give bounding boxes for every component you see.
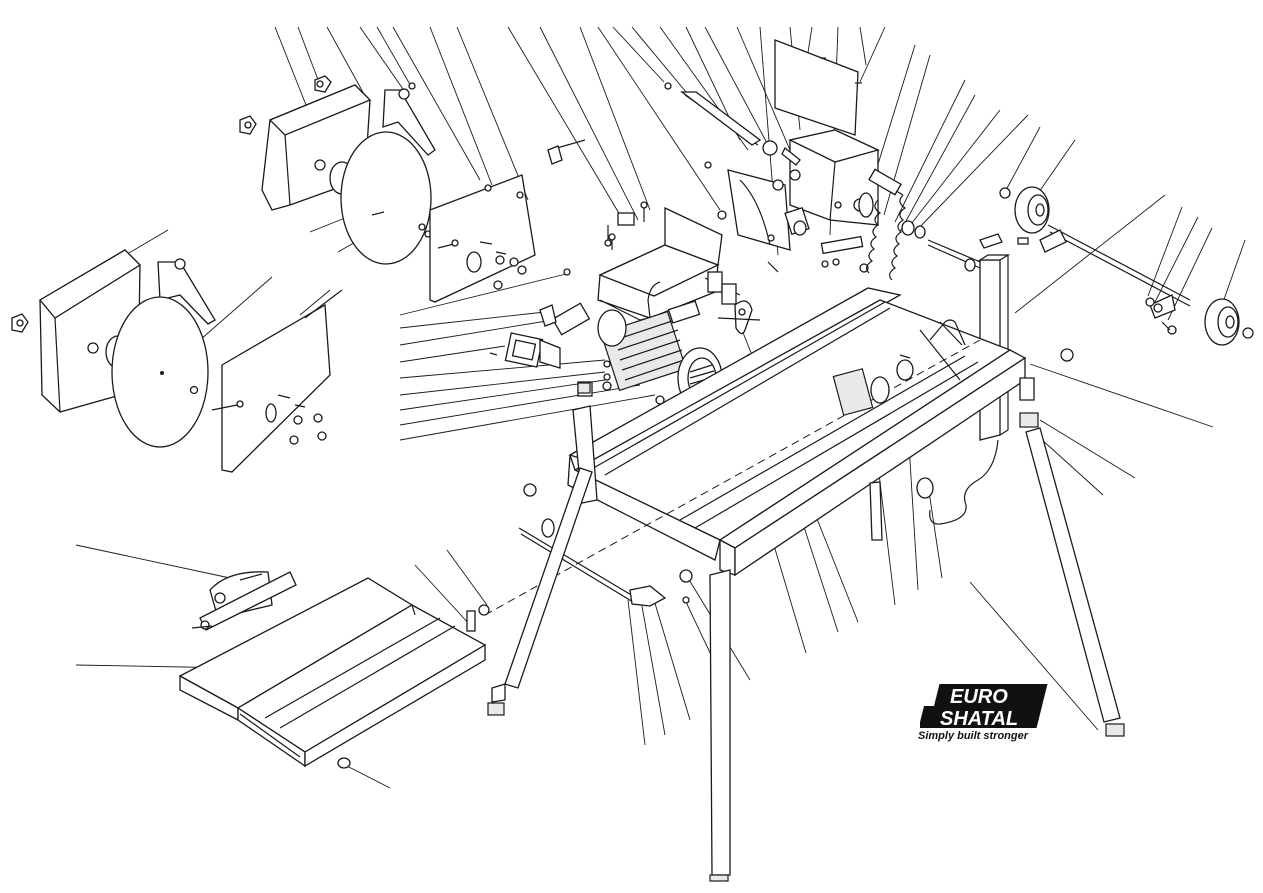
- logo-line2: SHATAL: [940, 708, 1018, 730]
- main-table-frame: [485, 255, 1124, 881]
- blade-guard-assembly-upper: [240, 76, 585, 302]
- logo-line1: EURO: [950, 686, 1008, 708]
- wheel-axle-assembly: [928, 187, 1253, 345]
- blade-guard-assembly-lower: [12, 250, 342, 472]
- angle-guide: [192, 572, 296, 630]
- brand-tagline: Simply built stronger: [918, 730, 1028, 742]
- brand-logo-mark: EURO SHATAL: [920, 682, 1060, 730]
